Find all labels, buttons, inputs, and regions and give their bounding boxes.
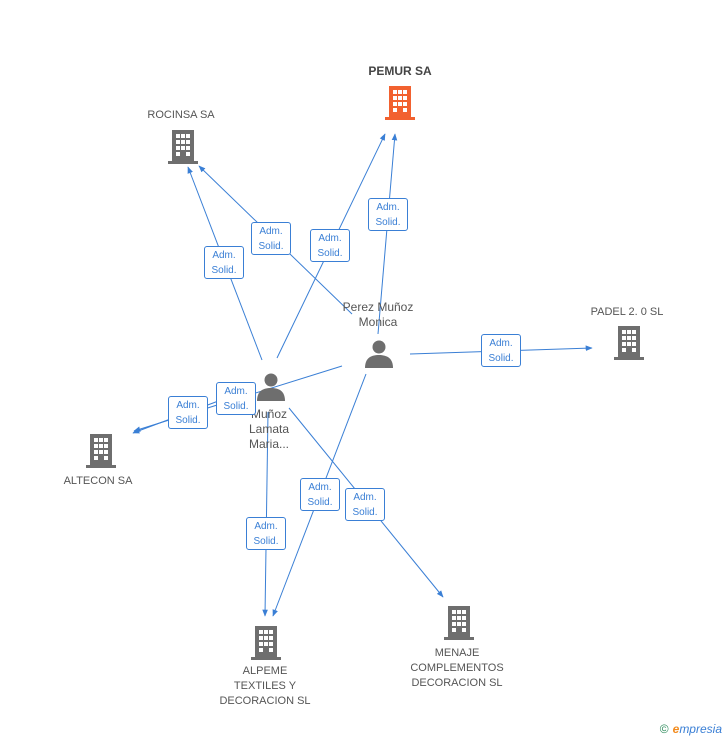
badge-role-line1: Adm.	[353, 492, 377, 503]
edge-badge-munoz-alpeme[interactable]: Adm. Solid.	[246, 517, 286, 550]
company-label-pemur[interactable]: PEMUR SA	[368, 64, 432, 78]
person-label-munoz-line1: Muñoz	[250, 407, 288, 421]
edge-badge-munoz-altecon[interactable]: Adm. Solid.	[168, 396, 208, 429]
brand-logo-text: mpresia	[679, 722, 722, 736]
badge-role-line2: Solid.	[223, 401, 249, 412]
person-label-munoz-line3: Maria...	[248, 437, 289, 451]
edge-badge-perez-pemur[interactable]: Adm. Solid.	[368, 198, 408, 231]
edge-badge-munoz-rocinsa[interactable]: Adm. Solid.	[204, 246, 244, 279]
building-icon-pemur[interactable]	[385, 86, 415, 120]
badge-role-line2: Solid.	[175, 415, 201, 426]
company-label-menaje-line2: COMPLEMENTOS	[410, 662, 504, 674]
edge-perez-pemur	[377, 133, 398, 335]
footer-brand[interactable]: ©empresia	[660, 722, 722, 736]
badge-role-line2: Solid.	[352, 507, 378, 518]
company-label-altecon[interactable]: ALTECON SA	[63, 475, 133, 487]
edge-badge-perez-padel[interactable]: Adm. Solid.	[481, 334, 521, 367]
edge-badge-munoz-menaje[interactable]: Adm. Solid.	[345, 488, 385, 521]
edge-badge-perez-rocinsa[interactable]: Adm. Solid.	[251, 222, 291, 255]
badge-role-line2: Solid.	[307, 497, 333, 508]
person-icon-munoz[interactable]	[256, 373, 286, 401]
company-label-rocinsa[interactable]: ROCINSA SA	[147, 109, 215, 121]
badge-role-line2: Solid.	[253, 536, 279, 547]
badge-role-line1: Adm.	[212, 250, 236, 261]
badge-role-line1: Adm.	[254, 521, 278, 532]
badge-role-line2: Solid.	[488, 353, 514, 364]
person-label-perez-line2: Monica	[358, 315, 398, 329]
person-label-perez-line1: Perez Muñoz	[342, 300, 414, 314]
building-icon-altecon[interactable]	[86, 434, 116, 468]
company-label-alpeme-line2: TEXTILES Y	[233, 680, 297, 692]
company-label-alpeme-line3: DECORACION SL	[219, 695, 311, 707]
company-label-menaje-line1: MENAJE	[434, 647, 480, 659]
brand-logo-initial: e	[672, 722, 680, 736]
badge-role-line1: Adm.	[318, 233, 342, 244]
company-label-menaje[interactable]: MENAJE COMPLEMENTOS DECORACION SL	[392, 646, 522, 691]
badge-role-line1: Adm.	[259, 226, 283, 237]
badge-role-line1: Adm.	[308, 482, 332, 493]
copyright-symbol: ©	[659, 722, 669, 736]
company-label-menaje-line3: DECORACION SL	[411, 677, 503, 689]
building-icon-menaje[interactable]	[444, 606, 474, 640]
badge-role-line1: Adm.	[176, 400, 200, 411]
badge-role-line2: Solid.	[258, 241, 284, 252]
edge-munoz-alpeme	[262, 411, 269, 617]
company-label-alpeme-line1: ALPEME	[242, 665, 288, 677]
badge-role-line1: Adm.	[489, 338, 513, 349]
person-label-munoz[interactable]: Muñoz Lamata Maria...	[209, 407, 329, 452]
building-icon-padel[interactable]	[614, 326, 644, 360]
edge-badge-perez-altecon[interactable]: Adm. Solid.	[216, 382, 256, 415]
building-icon-rocinsa[interactable]	[168, 130, 198, 164]
edge-badge-munoz-pemur[interactable]: Adm. Solid.	[310, 229, 350, 262]
badge-role-line2: Solid.	[211, 265, 237, 276]
company-label-alpeme[interactable]: ALPEME TEXTILES Y DECORACION SL	[205, 664, 325, 709]
building-icon-alpeme[interactable]	[251, 626, 281, 660]
edge-badge-perez-alpeme[interactable]: Adm. Solid.	[300, 478, 340, 511]
badge-role-line2: Solid.	[375, 217, 401, 228]
badge-role-line2: Solid.	[317, 248, 343, 259]
badge-role-line1: Adm.	[376, 202, 400, 213]
person-label-munoz-line2: Lamata	[248, 422, 290, 436]
person-label-perez[interactable]: Perez Muñoz Monica	[318, 300, 438, 330]
person-icon-perez[interactable]	[364, 340, 394, 368]
company-label-padel[interactable]: PADEL 2. 0 SL	[590, 306, 664, 318]
badge-role-line1: Adm.	[224, 386, 248, 397]
